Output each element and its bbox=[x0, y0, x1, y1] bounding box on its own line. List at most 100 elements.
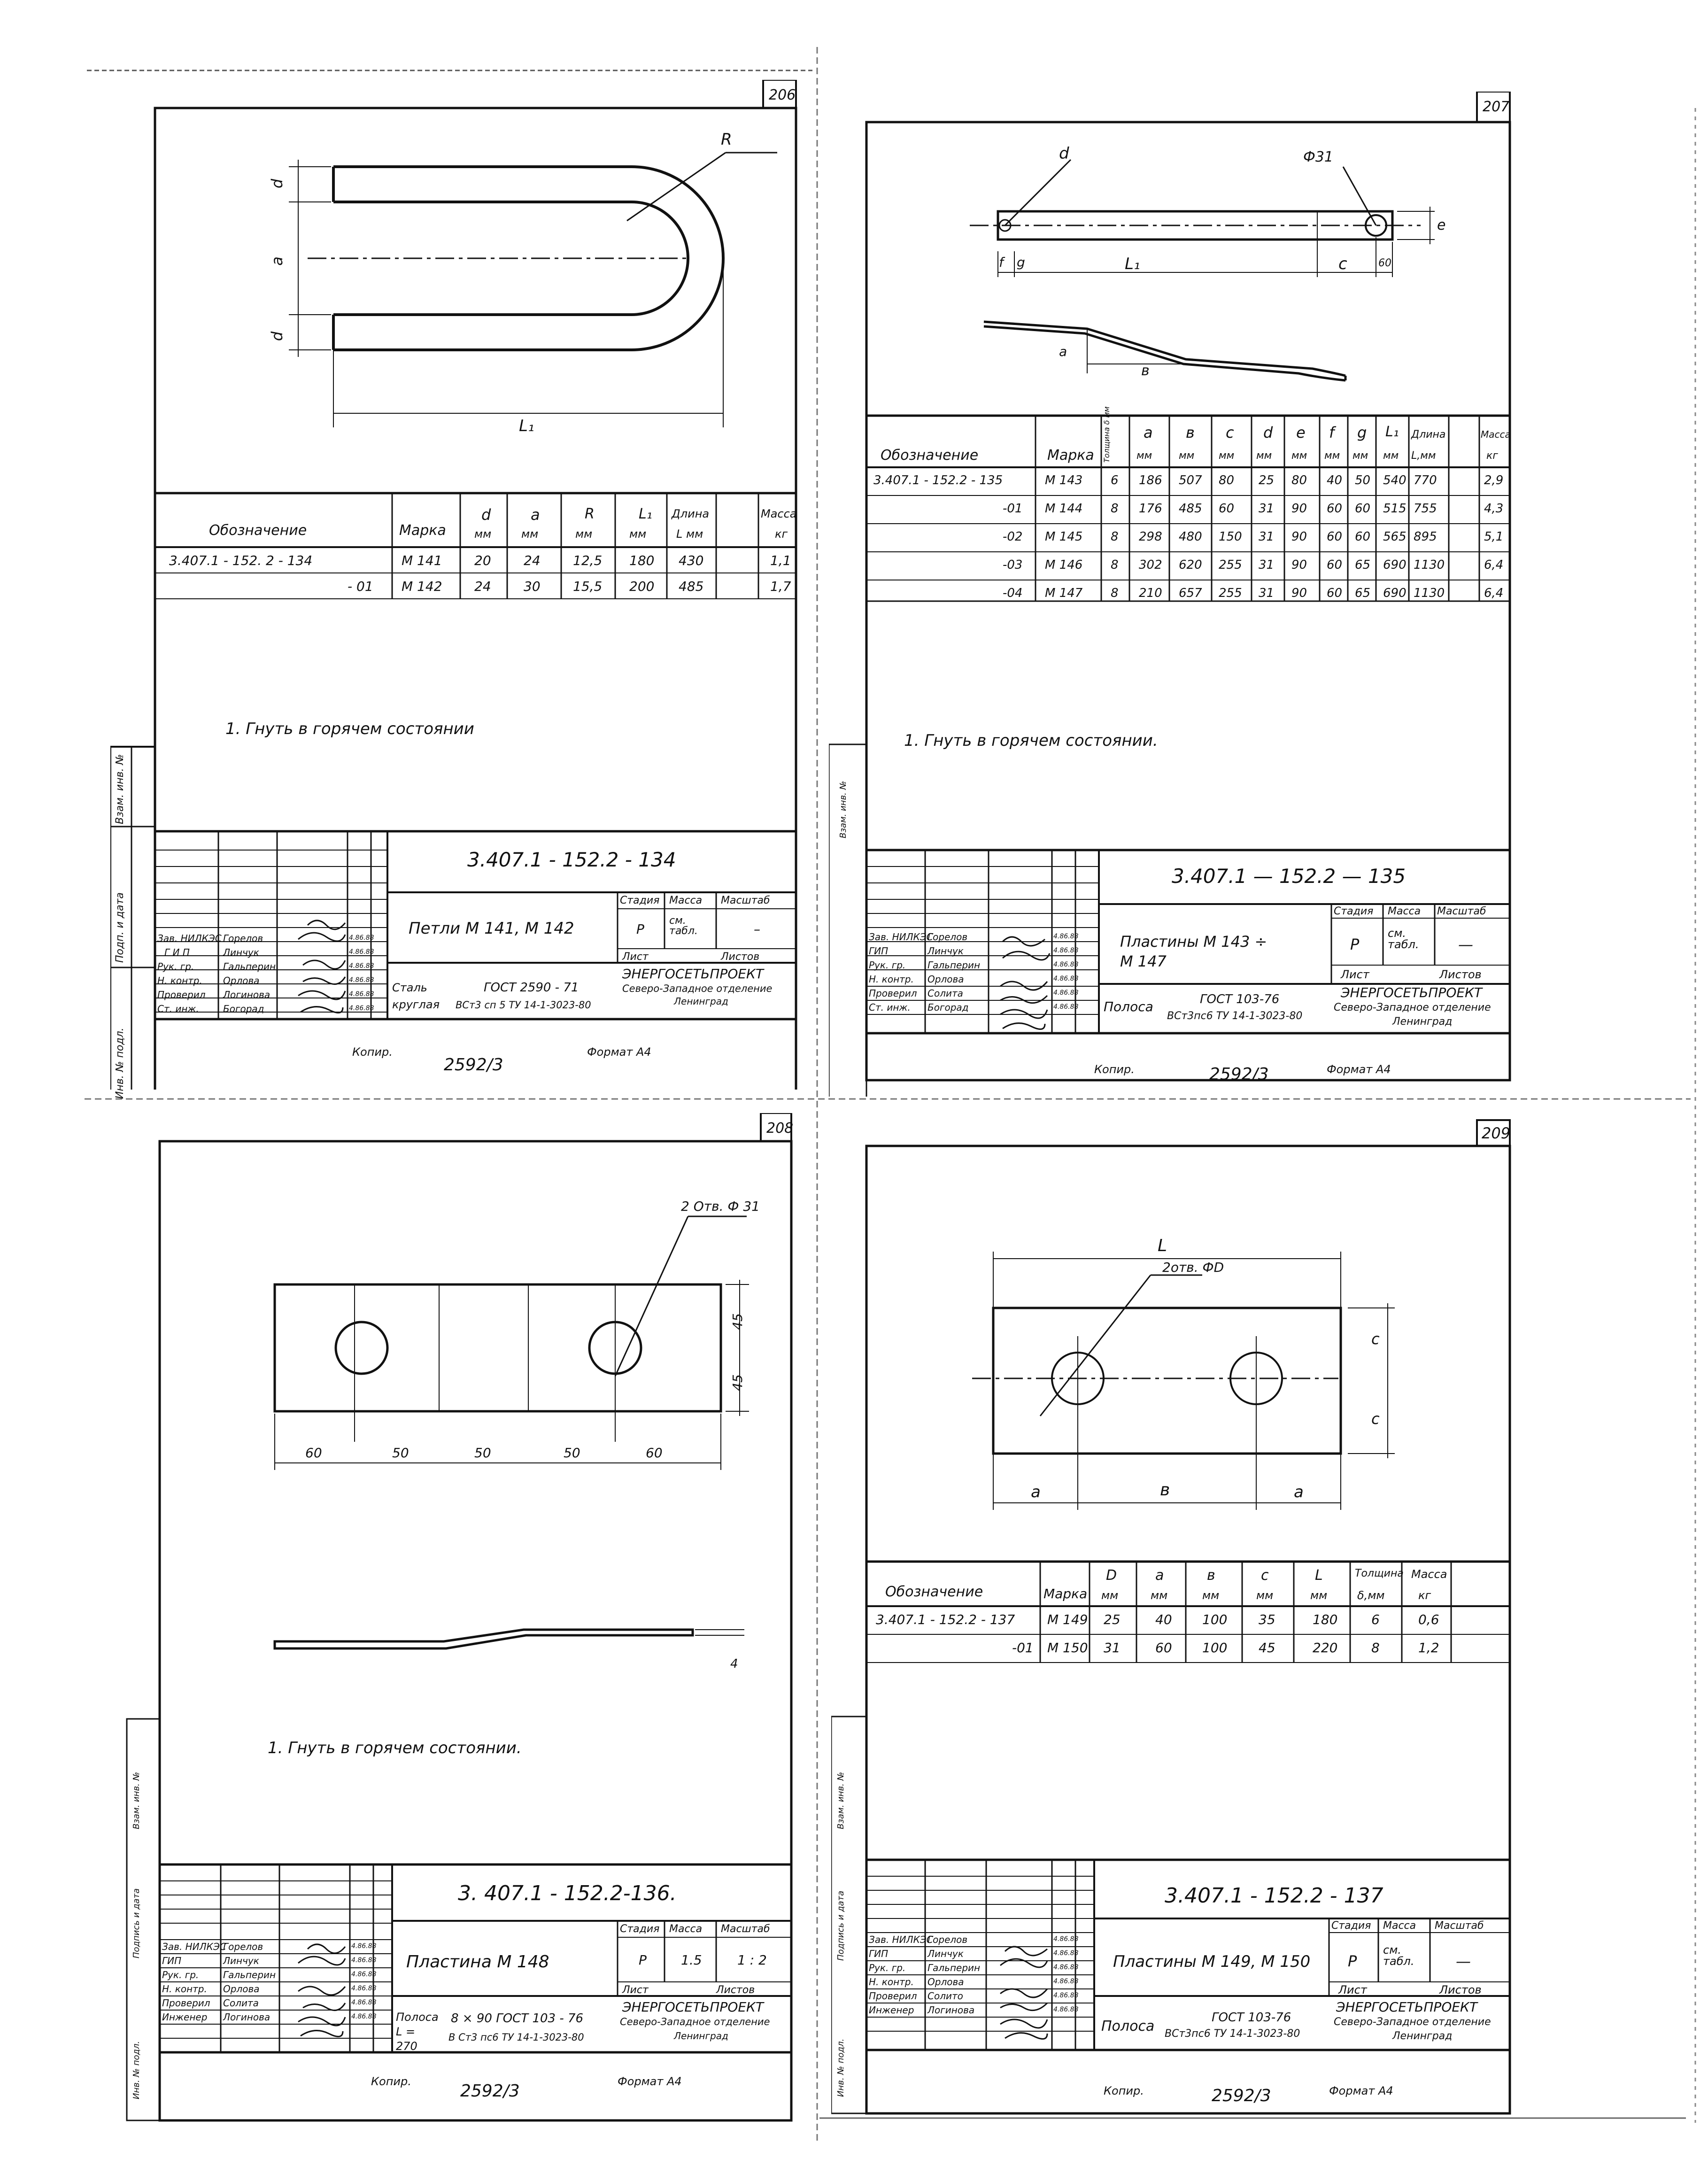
table-cell: 90 bbox=[1291, 586, 1307, 600]
person-date: 4.86.88 bbox=[1053, 1992, 1079, 1999]
person-name: Солита bbox=[223, 1997, 259, 2009]
person-date: 4.86.88 bbox=[1053, 1949, 1079, 1957]
col-header: c bbox=[1261, 1567, 1269, 1584]
organization-branch: Северо-Западное отделение bbox=[620, 2016, 770, 2027]
table-cell: 302 bbox=[1139, 558, 1162, 572]
person-name: Логинова bbox=[223, 989, 270, 1000]
person-date: 4.86.88 bbox=[1053, 989, 1079, 997]
col-unit: мм bbox=[474, 527, 492, 541]
table-cell: 45 bbox=[1259, 1640, 1275, 1655]
table-cell: 60 bbox=[1327, 502, 1343, 516]
col-header: в bbox=[1207, 1567, 1215, 1584]
table-cell: 24 bbox=[474, 579, 491, 594]
person-date: 4.86.88 bbox=[1053, 1003, 1079, 1011]
person-date: 4.86.88 bbox=[351, 2013, 377, 2020]
col-unit: кг bbox=[1486, 450, 1498, 462]
col-header: Масса bbox=[761, 507, 797, 520]
scale-header: Масштаб bbox=[721, 1923, 770, 1935]
col-header: Толщина δ мм bbox=[1102, 406, 1111, 463]
label-c: c bbox=[1371, 1410, 1380, 1428]
sheet-header: Лист bbox=[1338, 1983, 1367, 1996]
table-cell: 60 bbox=[1355, 530, 1371, 544]
dim-label: 50 bbox=[474, 1445, 491, 1461]
person-role: Н. контр. bbox=[162, 1983, 207, 1995]
person-date: 4.86.88 bbox=[1053, 933, 1079, 940]
copy-number: 2592/3 bbox=[1209, 1065, 1269, 1084]
col-header: L₁ bbox=[639, 506, 652, 522]
note: 1. Гнуть в горячем состоянии. bbox=[268, 1739, 522, 1757]
side-label: Подпись и дата bbox=[836, 1890, 846, 1961]
table-cell: 485 bbox=[679, 579, 704, 594]
table-cell: 255 bbox=[1219, 586, 1242, 600]
dim-label: 60 bbox=[646, 1445, 663, 1461]
table-cell: 565 bbox=[1383, 530, 1407, 544]
table-cell: 895 bbox=[1414, 530, 1437, 544]
mass-header: Масса bbox=[1388, 905, 1421, 917]
material: Полоса bbox=[1104, 999, 1153, 1014]
sheets-header: Листов bbox=[716, 1984, 755, 1996]
side-label: Инв. № подл. bbox=[836, 2038, 846, 2097]
person-date: 4.86.88 bbox=[1053, 1935, 1079, 1943]
col-header: L bbox=[1315, 1567, 1323, 1584]
drawing-207 bbox=[829, 92, 1511, 1097]
person-date: 4.86.88 bbox=[349, 948, 374, 956]
person-name: Солито bbox=[927, 1990, 963, 2002]
drawing-name: Пластины М 143 ÷ М 147 bbox=[1120, 933, 1267, 970]
mass-header: Масса bbox=[669, 1923, 703, 1935]
label-d: d bbox=[1059, 144, 1069, 163]
table-cell: 690 bbox=[1383, 558, 1407, 572]
table-cell: 220 bbox=[1313, 1640, 1338, 1655]
person-name: Богорад bbox=[223, 1003, 264, 1014]
format-label: Формат А4 bbox=[1327, 1063, 1391, 1076]
person-role: Зав. НИЛКЭС bbox=[162, 1941, 226, 1952]
person-role: Проверил bbox=[157, 989, 206, 1000]
person-date: 4.86.88 bbox=[349, 934, 374, 942]
table-cell: -03 bbox=[1003, 558, 1023, 572]
label-a: a bbox=[1031, 1483, 1041, 1501]
col-unit: мм bbox=[1352, 450, 1368, 462]
label-a: a bbox=[268, 256, 286, 266]
note: 1. Гнуть в горячем состоянии bbox=[225, 719, 474, 738]
col-header: Толщина bbox=[1355, 1568, 1404, 1579]
col-header: d bbox=[481, 506, 491, 524]
person-date: 4.86.88 bbox=[1053, 947, 1079, 954]
format-label: Формат А4 bbox=[587, 1045, 651, 1059]
table-cell: 180 bbox=[629, 553, 655, 568]
drawing-code: 3.407.1 - 152.2 - 134 bbox=[467, 848, 676, 871]
table-cell: 690 bbox=[1383, 586, 1407, 600]
col-unit: мм bbox=[1291, 450, 1307, 462]
side-label: Взам. инв. № bbox=[838, 781, 848, 838]
person-name: Горелов bbox=[223, 933, 263, 944]
table-cell: 5,1 bbox=[1484, 530, 1504, 544]
table-cell: -02 bbox=[1003, 530, 1023, 544]
dim-label: 50 bbox=[392, 1445, 409, 1461]
table-cell: 1,1 bbox=[770, 553, 791, 568]
table-cell: 80 bbox=[1219, 473, 1235, 487]
table-cell: 31 bbox=[1259, 558, 1275, 572]
col-unit: мм bbox=[575, 527, 593, 541]
person-name: Богорад bbox=[927, 1002, 969, 1013]
col-header: D bbox=[1106, 1567, 1117, 1584]
person-role: Рук. гр. bbox=[157, 961, 194, 972]
scale-header: Масштаб bbox=[1435, 1920, 1484, 1932]
person-date: 4.86.88 bbox=[351, 1942, 377, 1950]
copy-label: Копир. bbox=[352, 1045, 393, 1059]
mass-value: см. табл. bbox=[1383, 1943, 1414, 1968]
label-a: a bbox=[1059, 344, 1067, 359]
holes-label: 2 Отв. Ф 31 bbox=[681, 1199, 760, 1214]
organization-city: Ленинград bbox=[1392, 1016, 1453, 1028]
col-unit: мм bbox=[1383, 450, 1399, 462]
person-role: Проверил bbox=[162, 1997, 210, 2009]
col-unit: мм bbox=[1324, 450, 1340, 462]
table-cell: 24 bbox=[524, 553, 541, 568]
table-cell: 25 bbox=[1259, 473, 1275, 487]
dim-label: 60 bbox=[305, 1445, 322, 1461]
table-cell: 60 bbox=[1327, 530, 1343, 544]
gost-grade: В Ст3 пс6 ТУ 14-1-3023-80 bbox=[448, 2032, 584, 2043]
table-cell: 770 bbox=[1414, 473, 1437, 487]
sheet-206: 206 R d a d L₁ Обозначение Марка d a R L… bbox=[110, 80, 801, 1099]
table-cell: 12,5 bbox=[573, 553, 603, 568]
person-role: Зав. НИЛКЭС bbox=[157, 933, 222, 944]
page-number: 207 bbox=[1483, 99, 1510, 115]
page-number: 208 bbox=[766, 1120, 794, 1137]
